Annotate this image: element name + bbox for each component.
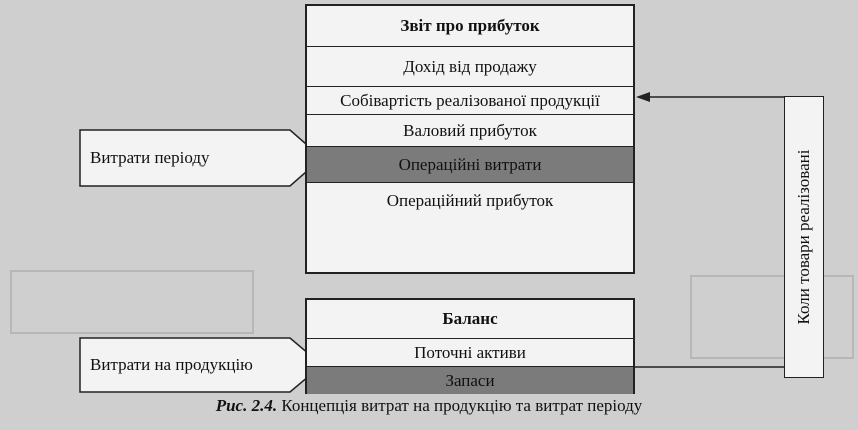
- bg-box: [690, 275, 854, 359]
- current-assets-row: Поточні активи: [307, 338, 633, 366]
- when-goods-sold-box: Коли товари реалізовані: [784, 96, 824, 378]
- bg-box: [10, 270, 254, 334]
- figure-caption-text: Концепція витрат на продукцію та витрат …: [277, 396, 643, 415]
- income-statement: Звіт про прибуток Дохід від продажу Собі…: [305, 4, 635, 274]
- when-goods-sold-label: Коли товари реалізовані: [794, 149, 813, 325]
- operating-profit-row: Операційний прибуток: [307, 182, 633, 272]
- figure-number: Рис. 2.4.: [215, 396, 278, 415]
- product-costs-label: Витрати на продукцію: [90, 355, 253, 374]
- figure-caption: Рис. 2.4. Концепція витрат на продукцію …: [0, 396, 858, 416]
- gross-profit-row: Валовий прибуток: [307, 114, 633, 146]
- period-costs-label: Витрати періоду: [90, 148, 210, 167]
- revenue-row: Дохід від продажу: [307, 46, 633, 86]
- balance-sheet: Баланс Поточні активи Запаси: [305, 298, 635, 394]
- inventory-row: Запаси: [307, 366, 633, 394]
- income-statement-title: Звіт про прибуток: [400, 16, 540, 35]
- operating-expenses-row: Операційні витрати: [307, 146, 633, 182]
- cogs-row: Собівартість реалізованої продукції: [307, 86, 633, 114]
- balance-sheet-title: Баланс: [442, 309, 498, 328]
